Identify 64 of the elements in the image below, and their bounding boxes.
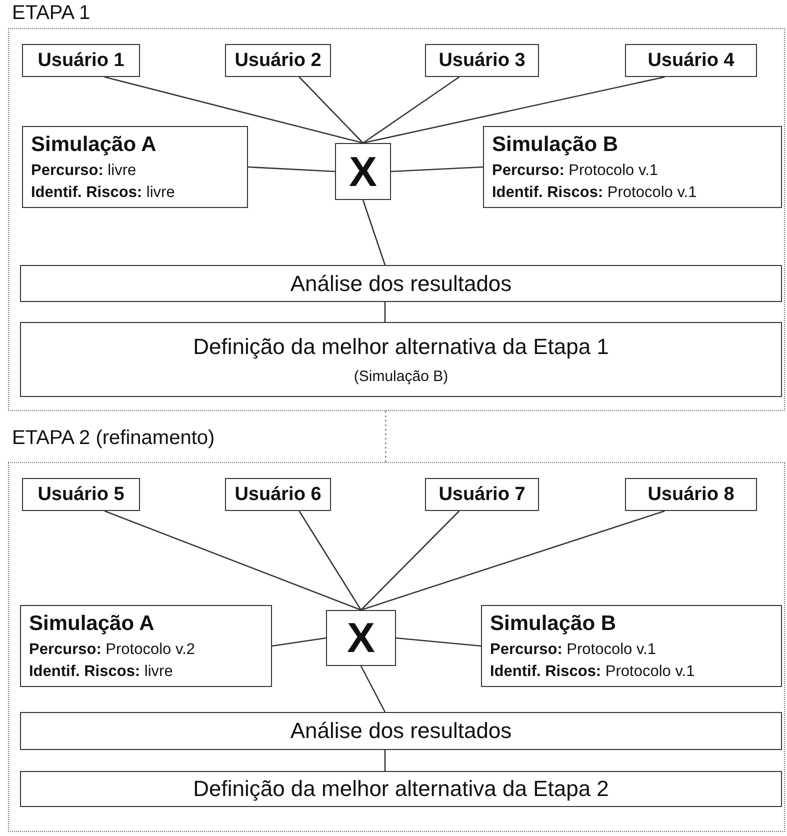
connector-line <box>362 200 386 266</box>
connector-line <box>298 510 362 610</box>
user-label: Usuário 5 <box>38 484 124 506</box>
process-box <box>20 265 782 302</box>
process-label: Análise dos resultados <box>290 718 512 744</box>
connector-line <box>384 302 386 322</box>
simulation-detail: Percurso: Protocolo v.1 <box>490 641 657 659</box>
user-label: Usuário 6 <box>234 484 322 506</box>
process-label: Definição da melhor alternativa da Etapa 2 <box>193 776 609 802</box>
process-note: (Simulação B) <box>354 368 448 385</box>
stage-heading: ETAPA 1 <box>12 2 90 25</box>
connector-line <box>362 76 460 144</box>
simulation-detail: Identif. Riscos: Protocolo v.1 <box>492 184 698 202</box>
simulation-box <box>483 126 782 208</box>
x-label: X <box>348 150 377 192</box>
simulation-title: Simulação A <box>29 612 156 636</box>
connector-line <box>248 166 336 172</box>
user-label: Usuário 4 <box>648 50 734 72</box>
simulation-title: Simulação B <box>492 133 620 157</box>
simulation-detail: Identif. Riscos: livre <box>31 184 176 202</box>
process-box <box>20 322 782 397</box>
simulation-box <box>22 126 248 208</box>
process-label: Análise dos resultados <box>290 270 512 296</box>
simulation-title: Simulação B <box>490 612 618 636</box>
dotted-connector <box>384 411 386 462</box>
connector-line <box>362 76 665 144</box>
simulation-title: Simulação A <box>31 133 158 157</box>
simulation-detail: Identif. Riscos: Protocolo v.1 <box>490 663 696 681</box>
connector-line <box>396 637 482 647</box>
simulation-detail: Percurso: Protocolo v.1 <box>492 162 659 180</box>
simulation-detail: Percurso: livre <box>31 162 138 180</box>
user-box <box>225 478 331 511</box>
connector-line <box>360 510 460 610</box>
process-label: Definição da melhor alternativa da Etapa 1 <box>193 334 609 360</box>
x-box <box>326 610 396 666</box>
connector-line <box>272 637 326 647</box>
user-label: Usuário 1 <box>38 50 124 72</box>
connector-line <box>298 76 364 144</box>
simulation-box <box>20 605 272 687</box>
process-box <box>20 712 782 750</box>
user-box <box>625 44 757 77</box>
connector-line <box>384 750 386 771</box>
process-box <box>20 771 782 807</box>
connector-line <box>104 76 364 144</box>
user-box <box>425 478 539 511</box>
user-box <box>425 44 539 77</box>
user-box <box>225 44 331 77</box>
connector-line <box>104 510 362 611</box>
user-label: Usuário 8 <box>648 484 734 506</box>
user-label: Usuário 2 <box>234 50 322 72</box>
stage-heading: ETAPA 2 (refinamento) <box>12 427 215 450</box>
simulation-box <box>481 605 782 687</box>
user-label: Usuário 7 <box>438 484 526 506</box>
connector-line <box>360 510 665 611</box>
simulation-detail: Identif. Riscos: livre <box>29 663 174 681</box>
user-box <box>625 478 757 511</box>
x-label: X <box>346 617 375 659</box>
x-box <box>335 143 391 200</box>
user-box <box>22 44 140 77</box>
simulation-detail: Percurso: Protocolo v.2 <box>29 641 196 659</box>
user-label: Usuário 3 <box>438 50 526 72</box>
connector-line <box>390 166 484 172</box>
user-box <box>22 478 140 511</box>
connector-line <box>360 666 386 712</box>
